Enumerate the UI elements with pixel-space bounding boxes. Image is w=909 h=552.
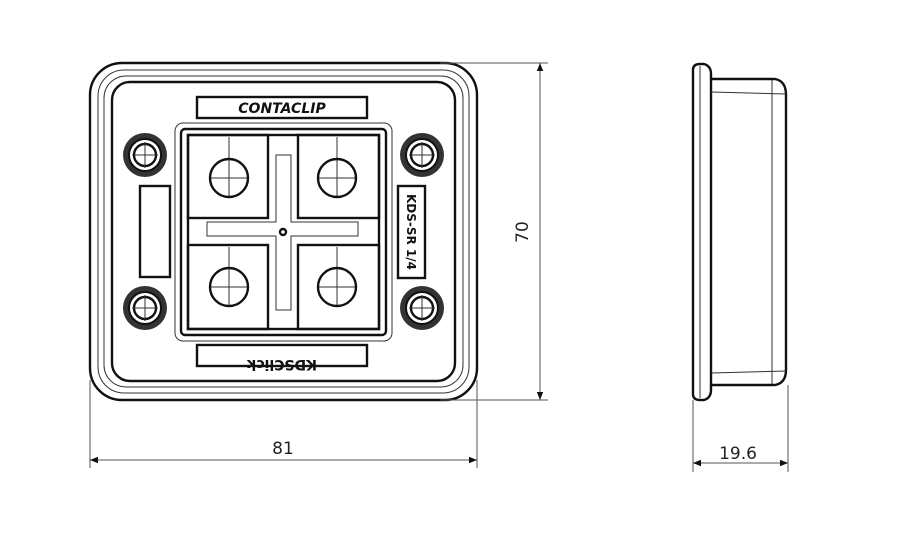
depth-dimension-label: 19.6 xyxy=(719,444,757,464)
cable-entry-hole xyxy=(208,247,250,308)
screw-holes xyxy=(123,133,444,330)
width-dimension-label: 81 xyxy=(272,439,294,459)
left-slot xyxy=(138,184,172,279)
logo-text: CONTACLIP xyxy=(238,101,326,117)
cable-entry-holes xyxy=(208,137,358,308)
insert-cells xyxy=(186,133,381,331)
bottom-plate: KDSClick xyxy=(195,343,369,372)
dimension-height: 70 xyxy=(440,62,548,401)
flange-outline xyxy=(691,62,713,402)
housing-face xyxy=(110,80,457,383)
dimension-width: 81 xyxy=(89,380,478,468)
height-dimension-label: 70 xyxy=(513,221,533,243)
cable-entry-hole xyxy=(316,247,358,308)
housing-inner-edge-2 xyxy=(103,75,464,388)
side-label-plate: KDS-SR 1/4 xyxy=(396,184,427,280)
insert-area xyxy=(186,133,381,331)
bottom-plate-text: KDSClick xyxy=(246,356,317,372)
outer-housing-outline xyxy=(88,61,479,402)
screw-hole xyxy=(400,286,444,330)
frame-outer xyxy=(174,122,393,342)
cable-entry-hole xyxy=(208,137,250,199)
cable-entry-hole xyxy=(316,137,358,199)
logo-plate: CONTACLIP xyxy=(195,95,369,120)
body-outline xyxy=(711,77,788,387)
dimension-depth: 19.6 xyxy=(692,385,789,472)
frame-inner xyxy=(179,127,388,337)
screw-hole xyxy=(400,133,444,177)
screw-hole xyxy=(123,133,167,177)
screw-hole xyxy=(123,286,167,330)
housing-inner-edge xyxy=(97,69,470,394)
side-label-text: KDS-SR 1/4 xyxy=(404,194,418,270)
side-view xyxy=(691,62,788,402)
front-view: CONTACLIP KDSClick xyxy=(88,61,479,402)
